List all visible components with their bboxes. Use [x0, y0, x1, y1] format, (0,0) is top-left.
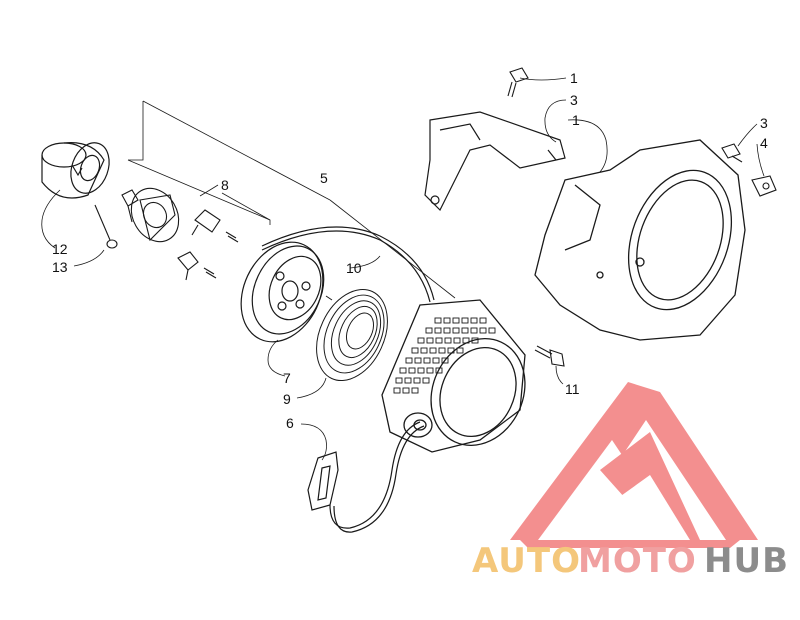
part-8-pawl-assembly	[121, 187, 239, 281]
callout-5: 5	[320, 170, 328, 186]
part-10-rope	[261, 226, 435, 303]
part-9-spring	[316, 288, 388, 382]
part-7-pulley	[240, 241, 325, 343]
callout-6: 6	[286, 415, 294, 431]
part-2-bracket	[424, 111, 566, 212]
part-1-blower-housing	[534, 139, 746, 341]
part-3-bolt-right	[721, 143, 743, 163]
watermark-text: AUTO MOTO HUB	[472, 541, 789, 581]
watermark-logo	[510, 382, 758, 548]
watermark-hub: HUB	[704, 541, 789, 581]
starter-housing	[381, 299, 526, 453]
callout-8: 8	[221, 177, 229, 193]
callout-2: 3	[570, 92, 578, 108]
callout-11: 11	[565, 381, 580, 397]
callout-7: 7	[283, 370, 291, 386]
callout-labels: 1 3 1 3 4 5 8 10 12 13 7 9 6 11	[52, 70, 768, 431]
callout-13: 13	[52, 259, 68, 275]
part-6-rope-handle	[307, 421, 425, 533]
part-12-handle	[41, 142, 110, 199]
callout-12: 12	[52, 241, 68, 257]
callout-3-top: 1	[570, 70, 578, 86]
part-4-clip	[751, 175, 777, 197]
callout-4: 4	[760, 135, 768, 151]
watermark-auto: AUTO	[472, 541, 581, 581]
housing-vent-grid	[393, 317, 496, 394]
bracket-lines	[127, 100, 456, 299]
leader-lines	[41, 77, 765, 461]
callout-10: 10	[346, 260, 362, 276]
callout-1: 1	[572, 112, 580, 128]
watermark-moto: MOTO	[578, 541, 697, 581]
callout-9: 9	[283, 391, 291, 407]
part-3-bolt-top	[507, 67, 529, 98]
callout-3-right: 3	[760, 115, 768, 131]
part-13-screw	[94, 204, 118, 249]
part-11-bolt	[534, 345, 565, 367]
